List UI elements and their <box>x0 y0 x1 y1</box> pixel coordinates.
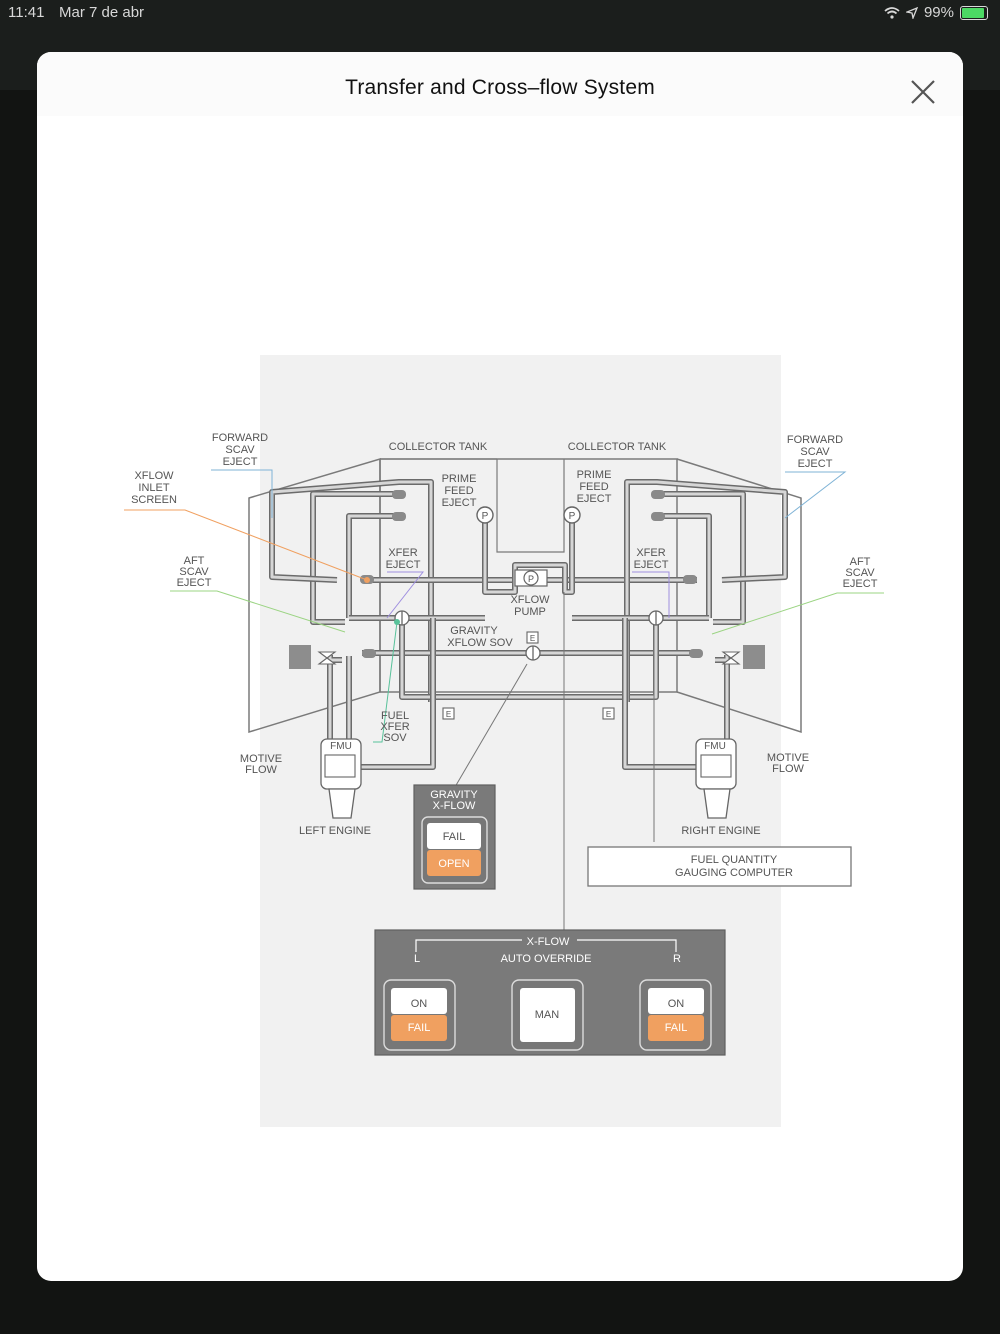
svg-text:X-FLOW: X-FLOW <box>433 800 476 812</box>
svg-text:FEED: FEED <box>444 485 473 497</box>
battery-percent: 99% <box>923 4 954 21</box>
prime-pumps: P P P <box>476 506 581 587</box>
svg-text:P: P <box>569 511 576 522</box>
status-date: Mar 7 de abr <box>59 4 145 21</box>
svg-text:SCAV: SCAV <box>845 567 875 579</box>
svg-text:FUEL QUANTITY: FUEL QUANTITY <box>691 854 778 866</box>
svg-text:ON: ON <box>668 998 685 1010</box>
close-icon[interactable] <box>905 74 941 110</box>
svg-text:FMU: FMU <box>330 741 352 752</box>
svg-text:XFLOW: XFLOW <box>510 594 550 606</box>
valves: E E E <box>289 610 765 720</box>
svg-text:EJECT: EJECT <box>577 493 612 505</box>
svg-text:PUMP: PUMP <box>514 606 546 618</box>
svg-text:EJECT: EJECT <box>223 456 258 468</box>
status-bar: 11:41 Mar 7 de abr 99% <box>0 0 1000 26</box>
svg-text:E: E <box>530 634 535 643</box>
svg-text:XFLOW: XFLOW <box>134 470 174 482</box>
svg-text:EJECT: EJECT <box>634 559 669 571</box>
svg-text:SOV: SOV <box>383 732 407 744</box>
svg-text:E: E <box>446 710 451 719</box>
svg-text:X-FLOW: X-FLOW <box>527 936 570 948</box>
svg-text:COLLECTOR TANK: COLLECTOR TANK <box>568 441 667 453</box>
svg-text:SCAV: SCAV <box>800 446 830 458</box>
xflow-left-switch[interactable]: ON FAIL <box>391 988 447 1041</box>
status-right-group: 99% <box>884 4 988 21</box>
svg-text:FORWARD: FORWARD <box>212 432 268 444</box>
svg-text:FLOW: FLOW <box>245 764 277 776</box>
ejector-pumps <box>360 490 703 658</box>
svg-text:AFT: AFT <box>850 556 871 568</box>
svg-text:FORWARD: FORWARD <box>787 434 843 446</box>
svg-text:XFER: XFER <box>636 547 665 559</box>
fuel-system-diagram: P P P E E E <box>124 432 884 1056</box>
svg-text:MOTIVE: MOTIVE <box>240 753 282 765</box>
svg-text:INLET: INLET <box>138 482 169 494</box>
svg-text:XFER: XFER <box>388 547 417 559</box>
svg-text:SCAV: SCAV <box>225 444 255 456</box>
modal-dialog: Transfer and Cross–flow System <box>37 52 963 1281</box>
callout-lines <box>124 469 884 930</box>
svg-text:FEED: FEED <box>579 481 608 493</box>
svg-text:RIGHT ENGINE: RIGHT ENGINE <box>681 825 760 837</box>
xflow-right-switch[interactable]: ON FAIL <box>648 988 704 1041</box>
svg-text:XFER: XFER <box>380 721 409 733</box>
svg-text:SCREEN: SCREEN <box>131 494 177 506</box>
svg-text:AFT: AFT <box>184 555 205 567</box>
left-engine: FMU <box>320 738 362 819</box>
location-arrow-icon <box>905 6 918 19</box>
svg-text:GAUGING COMPUTER: GAUGING COMPUTER <box>675 867 793 879</box>
svg-text:L: L <box>414 953 420 965</box>
pipes-right <box>572 479 788 770</box>
modal-header: Transfer and Cross–flow System <box>37 52 963 116</box>
svg-text:EJECT: EJECT <box>798 458 833 470</box>
wifi-icon <box>884 6 900 19</box>
svg-text:GRAVITY: GRAVITY <box>450 625 498 637</box>
right-engine: FMU <box>695 738 737 819</box>
svg-text:PRIME: PRIME <box>577 469 612 481</box>
battery-icon <box>960 5 988 20</box>
svg-text:OPEN: OPEN <box>438 858 469 870</box>
fuel-quantity-gauging-computer: FUEL QUANTITY GAUGING COMPUTER <box>587 846 852 887</box>
modal-title: Transfer and Cross–flow System <box>345 76 655 99</box>
svg-text:EJECT: EJECT <box>386 559 421 571</box>
svg-text:EJECT: EJECT <box>177 577 212 589</box>
svg-text:FLOW: FLOW <box>772 763 804 775</box>
svg-text:PRIME: PRIME <box>442 473 477 485</box>
svg-text:FUEL: FUEL <box>381 710 409 722</box>
svg-text:FAIL: FAIL <box>665 1022 688 1034</box>
svg-text:P: P <box>482 511 489 522</box>
svg-text:E: E <box>606 710 611 719</box>
svg-text:SCAV: SCAV <box>179 566 209 578</box>
svg-text:MOTIVE: MOTIVE <box>767 752 809 764</box>
collector-tank-dividers <box>380 458 565 553</box>
svg-text:AUTO OVERRIDE: AUTO OVERRIDE <box>501 953 592 965</box>
diagram-labels: XFLOW INLET SCREEN FORWARD SCAV EJECT FO… <box>131 432 878 837</box>
status-time: 11:41 <box>8 4 45 21</box>
svg-text:FAIL: FAIL <box>443 831 466 843</box>
gravity-xflow-switch[interactable]: FAIL OPEN <box>427 823 481 876</box>
svg-text:FAIL: FAIL <box>408 1022 431 1034</box>
xflow-man-switch[interactable]: MAN <box>520 988 575 1042</box>
xflow-pump-p: P <box>528 574 534 584</box>
svg-text:EJECT: EJECT <box>843 578 878 590</box>
svg-text:COLLECTOR TANK: COLLECTOR TANK <box>389 441 488 453</box>
svg-text:FMU: FMU <box>704 741 726 752</box>
svg-text:GRAVITY: GRAVITY <box>430 789 478 801</box>
svg-text:LEFT ENGINE: LEFT ENGINE <box>299 825 371 837</box>
svg-text:R: R <box>673 953 681 965</box>
svg-text:ON: ON <box>411 998 428 1010</box>
xflow-auto-override-panel: X-FLOW AUTO OVERRIDE L R ON FAIL MAN ON <box>374 929 726 1056</box>
gravity-xflow-panel: GRAVITY X-FLOW FAIL OPEN <box>413 784 496 890</box>
svg-text:MAN: MAN <box>535 1009 560 1021</box>
svg-text:XFLOW SOV: XFLOW SOV <box>447 637 513 649</box>
svg-text:EJECT: EJECT <box>442 497 477 509</box>
